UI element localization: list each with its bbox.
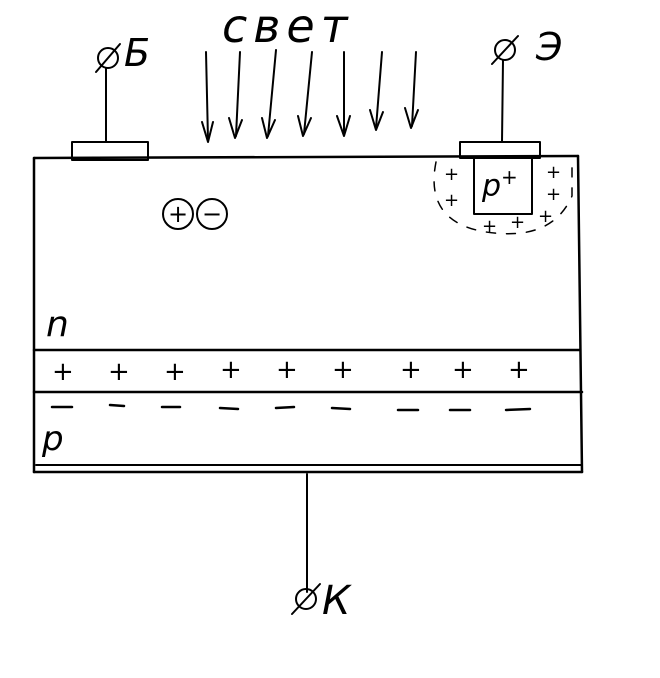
collector-terminal: К [291, 473, 352, 624]
charge-plus: + [332, 355, 354, 385]
body-right-edge [576, 154, 584, 474]
semiconductor-body [32, 154, 584, 474]
light-ray-arrow [201, 51, 214, 143]
charge-plus: + [538, 206, 553, 227]
base-label: Б [124, 31, 150, 75]
n-region-label: n [46, 304, 69, 345]
emitter-terminal: Э [459, 25, 563, 159]
terminal-slash [491, 35, 519, 65]
terminal-slash [291, 583, 321, 615]
charge-plus: + [164, 357, 186, 387]
charge-minus [108, 403, 126, 408]
charge-plus: + [52, 357, 74, 387]
emitter-label: Э [535, 25, 563, 69]
body-top-edge [32, 154, 580, 160]
depletion-negative-charges [50, 403, 532, 412]
p-plus-label: p+ [481, 165, 518, 204]
depletion-positive-charges: + + + + + + + + + [52, 355, 530, 387]
charge-plus: + [444, 190, 459, 211]
light-ray-arrow [261, 49, 277, 139]
charge-plus: + [220, 355, 242, 385]
p-plus-box [473, 157, 533, 215]
charge-plus: + [482, 216, 497, 237]
charge-plus: + [546, 162, 561, 183]
electron-hole-pair: + − [162, 198, 228, 230]
p-plus-letter: p [481, 169, 501, 204]
light-label: свет [222, 0, 354, 53]
p-region-label: p [41, 419, 64, 459]
charge-plus: + [276, 355, 298, 385]
charge-plus: + [452, 355, 474, 385]
charge-plus: + [108, 357, 130, 387]
terminal-circle-icon [494, 39, 516, 61]
charge-plus: + [508, 355, 530, 385]
emitter-lead [501, 59, 504, 143]
collector-label: К [322, 578, 352, 624]
electron-circle-icon [196, 198, 228, 230]
p-plus-depletion-boundary [433, 161, 573, 235]
charge-minus [504, 407, 532, 412]
terminal-circle-icon [97, 47, 119, 69]
light-ray-arrow [404, 51, 419, 129]
light-ray-arrow [336, 51, 351, 137]
hole-sign: + [168, 200, 188, 228]
terminal-circle-icon [295, 588, 317, 610]
charge-plus: + [400, 355, 422, 385]
charge-minus [330, 406, 352, 411]
light-ray-arrow [369, 51, 384, 131]
p-plus-superscript: + [501, 165, 518, 189]
light-ray-arrow [228, 51, 243, 139]
electron-sign: − [202, 200, 222, 228]
hole-circle-icon [162, 198, 194, 230]
p-plus-region: p+ + + + + + + + [433, 157, 573, 237]
light-rays [201, 49, 419, 143]
charge-plus: + [444, 164, 459, 185]
terminal-slash [95, 43, 121, 73]
base-terminal: Б [71, 31, 150, 161]
light-ray-arrow [297, 51, 313, 137]
base-contact-pad [71, 141, 149, 161]
charge-minus [274, 405, 296, 410]
charge-plus: + [510, 212, 525, 233]
charge-minus [218, 406, 240, 411]
charge-plus: + [546, 184, 561, 205]
